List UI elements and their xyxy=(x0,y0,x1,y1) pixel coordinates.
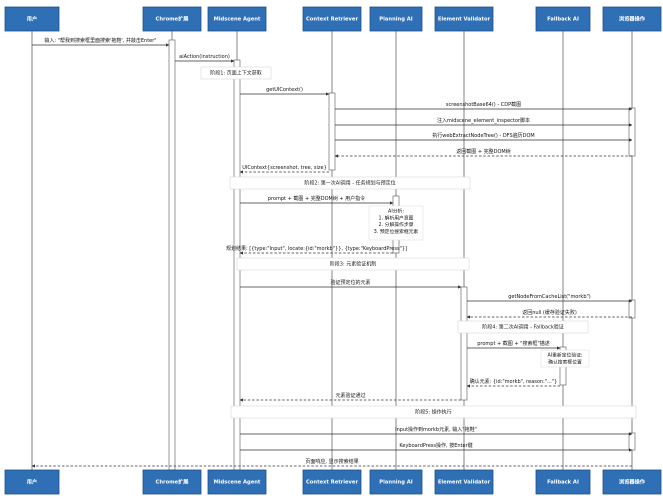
participant-label: 用户 xyxy=(26,478,37,486)
phase-1: 阶段1: 页面上下文获取 xyxy=(200,66,272,80)
activation-retriever xyxy=(328,92,336,171)
message-3: getUIContext() xyxy=(240,87,330,96)
message-14: prompt + 截图 + "搜索框"描述 xyxy=(467,340,561,350)
participant-label: Element Validator xyxy=(438,480,491,486)
message-6: 执行webExtractNodeTree() - DFS遍历DOM xyxy=(335,132,633,142)
activation-browser xyxy=(628,299,636,319)
participant-user-bottom: 用户 xyxy=(4,469,60,495)
message-label: 执行webExtractNodeTree() - DFS遍历DOM xyxy=(432,132,535,139)
participant-label: Fallback AI xyxy=(547,480,579,486)
message-8: UIContext{screenshot, tree, size} xyxy=(239,165,329,174)
message-label: 返回截图 + 完整DOM树 xyxy=(456,148,510,155)
message-10: 规划结果: [{type:"Input", locate:{id:"morkb"… xyxy=(226,245,407,255)
message-label: getNodeFromCacheList("morkb") xyxy=(508,294,591,300)
participant-label: Planning AI xyxy=(379,480,412,486)
message-17: Input操作到morkb元素, 输入"拖鞋" xyxy=(240,426,633,436)
participant-user-top: 用户 xyxy=(4,6,60,32)
phase-2: 阶段2: 第一次AI调用 - 任务规划与预定位 xyxy=(229,176,471,190)
message-12: getNodeFromCacheList("morkb") xyxy=(467,294,633,303)
participant-label: Chrome扩展 xyxy=(156,15,190,23)
message-label: prompt + 截图 + "搜索框"描述 xyxy=(477,340,550,347)
participant-label: Element Validator xyxy=(438,17,491,23)
message-label: aiAction(instruction) xyxy=(179,54,230,60)
message-label: 规划结果: [{type:"Input", locate:{id:"morkb"… xyxy=(226,245,407,252)
phase-5: 阶段5: 操作执行 xyxy=(230,405,637,419)
participant-agent-top: Midscene Agent xyxy=(207,6,267,32)
participant-label: Context Retriever xyxy=(306,480,358,486)
phase-4: 阶段4: 第二次AI调用 - Fallback验证 xyxy=(457,320,589,334)
message-1: 输入: "帮我到搜索框里面搜索'拖鞋', 并敲击Enter" xyxy=(32,37,170,47)
participant-agent-bottom: Midscene Agent xyxy=(207,469,267,495)
phase-label: 阶段2: 第一次AI调用 - 任务规划与预定位 xyxy=(304,180,395,187)
message-16: 元素验证通过 xyxy=(239,392,461,402)
message-label: screenshotBase64() - CDP截图 xyxy=(446,101,521,108)
message-label: prompt + 截图 + 完整DOM树 + 用户指令 xyxy=(268,195,365,202)
message-label: KeyboardPress操作, 按Enter键 xyxy=(399,442,472,449)
participant-fallback-top: Fallback AI xyxy=(535,6,591,32)
participant-label: Planning AI xyxy=(379,17,412,23)
participant-planning-bottom: Planning AI xyxy=(369,469,423,495)
participant-label: 浏览器操作 xyxy=(619,15,646,23)
message-19: 页面响应, 显示搜索结果 xyxy=(31,458,632,468)
note-line: 3. 预定位搜索框元素 xyxy=(374,228,419,235)
activation-browser xyxy=(628,432,636,451)
message-5: 注入midscene_element_inspector脚本 xyxy=(335,117,633,127)
message-18: KeyboardPress操作, 按Enter键 xyxy=(240,442,633,452)
message-label: 验证预定位的元素 xyxy=(330,279,370,286)
note-line: 1. 解析用户意图 xyxy=(379,214,414,221)
participant-browser-top: 浏览器操作 xyxy=(602,6,662,32)
participant-validator-bottom: Element Validator xyxy=(434,469,494,495)
participant-label: Midscene Agent xyxy=(214,17,261,23)
participant-planning-top: Planning AI xyxy=(369,6,423,32)
message-label: 确认元素: {id:"morkb", reason:"..."} xyxy=(470,378,558,385)
participant-label: Midscene Agent xyxy=(214,480,261,486)
message-label: getUIContext() xyxy=(266,87,303,93)
activation-chrome xyxy=(168,39,176,471)
activation-validator xyxy=(460,286,468,401)
phase-label: 阶段1: 页面上下文获取 xyxy=(210,70,261,77)
note-line: 确认搜索框位置 xyxy=(548,358,582,365)
ai-note-2: AI重新定位验证:确认搜索框位置 xyxy=(540,349,590,368)
participant-label: Chrome扩展 xyxy=(156,478,190,486)
message-label: 注入midscene_element_inspector脚本 xyxy=(437,117,530,124)
note-line: AI分析: xyxy=(388,208,404,215)
activation-browser xyxy=(628,107,636,157)
message-label: 元素验证通过 xyxy=(335,392,365,399)
message-15: 确认元素: {id:"morkb", reason:"..."} xyxy=(466,378,560,388)
message-label: 输入: "帮我到搜索框里面搜索'拖鞋', 并敲击Enter" xyxy=(44,37,156,44)
message-11: 验证预定位的元素 xyxy=(240,279,462,289)
message-label: Input操作到morkb元素, 输入"拖鞋" xyxy=(395,426,477,433)
message-7: 返回截图 + 完整DOM树 xyxy=(334,148,632,158)
participant-label: Context Retriever xyxy=(306,17,358,23)
participant-fallback-bottom: Fallback AI xyxy=(535,469,591,495)
message-label: 页面响应, 显示搜索结果 xyxy=(305,458,358,465)
note-line: AI重新定位验证: xyxy=(547,352,582,359)
phase-label: 阶段4: 第二次AI调用 - Fallback验证 xyxy=(482,324,563,331)
participant-label: Fallback AI xyxy=(547,17,579,23)
participant-retriever-top: Context Retriever xyxy=(302,6,362,32)
participant-retriever-bottom: Context Retriever xyxy=(302,469,362,495)
message-label: UIContext{screenshot, tree, size} xyxy=(242,165,327,171)
participant-chrome-bottom: Chrome扩展 xyxy=(142,469,202,495)
participant-label: 浏览器操作 xyxy=(619,478,646,486)
participant-label: 用户 xyxy=(26,15,37,23)
message-13: 返回null (缓存验证失败) xyxy=(466,309,632,319)
participant-browser-bottom: 浏览器操作 xyxy=(602,469,662,495)
phase-label: 阶段3: 元素验证机制 xyxy=(330,261,376,268)
message-4: screenshotBase64() - CDP截图 xyxy=(335,101,633,111)
phase-3: 阶段3: 元素验证机制 xyxy=(236,257,470,271)
message-label: 返回null (缓存验证失败) xyxy=(522,309,577,316)
message-9: prompt + 截图 + 完整DOM树 + 用户指令 xyxy=(240,195,394,205)
phase-label: 阶段5: 操作执行 xyxy=(415,409,451,416)
participant-chrome-top: Chrome扩展 xyxy=(142,6,202,32)
note-line: 2. 分解操作步骤 xyxy=(379,221,414,228)
participant-validator-top: Element Validator xyxy=(434,6,494,32)
message-2: aiAction(instruction) xyxy=(175,54,235,63)
